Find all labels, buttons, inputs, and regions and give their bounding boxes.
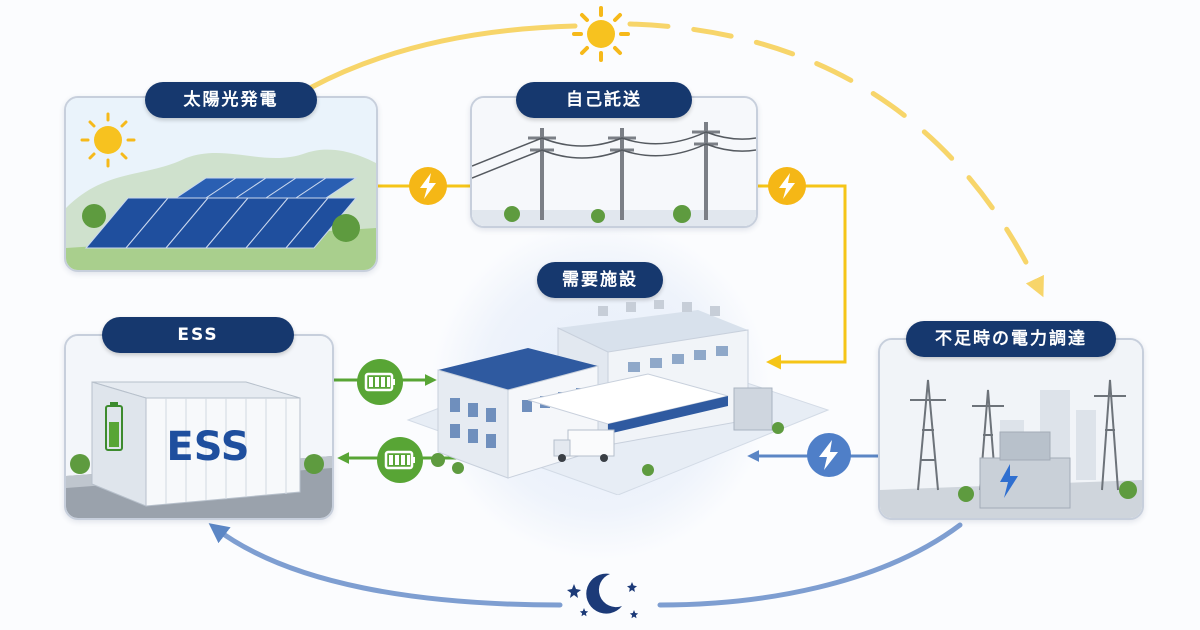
- ess-card: ESS: [64, 334, 334, 520]
- ess-container-illustration: ESS: [66, 336, 332, 518]
- ess-container-text: ESS: [166, 424, 249, 470]
- battery-icon: [377, 437, 423, 483]
- wheeling-to-facility-arrow: [766, 184, 847, 370]
- solar-label: 太陽光発電: [145, 82, 317, 118]
- factory-illustration: [406, 300, 830, 495]
- lightning-icon: [768, 167, 806, 205]
- sun-icon: [572, 6, 630, 62]
- day-arc-right: [627, 21, 1044, 298]
- battery-icon: [357, 359, 403, 405]
- solar-farm-illustration: [66, 98, 376, 270]
- substation-illustration: [880, 340, 1142, 518]
- facility-label: 需要施設: [537, 262, 663, 298]
- night-arc: [215, 525, 963, 608]
- power-line-illustration: [472, 98, 756, 226]
- grid-card: [878, 338, 1144, 520]
- wheeling-card: [470, 96, 758, 228]
- lightning-icon: [409, 167, 447, 205]
- ess-label: ESS: [102, 317, 294, 353]
- lightning-icon: [807, 433, 851, 477]
- day-arc-left: [307, 23, 578, 91]
- sun-icon: [80, 112, 136, 168]
- grid-label: 不足時の電力調達: [906, 321, 1116, 357]
- moon-stars-icon: [567, 573, 639, 619]
- solar-panel-card: [64, 96, 378, 272]
- battery-icon: [105, 402, 123, 451]
- wheeling-label: 自己託送: [516, 82, 692, 118]
